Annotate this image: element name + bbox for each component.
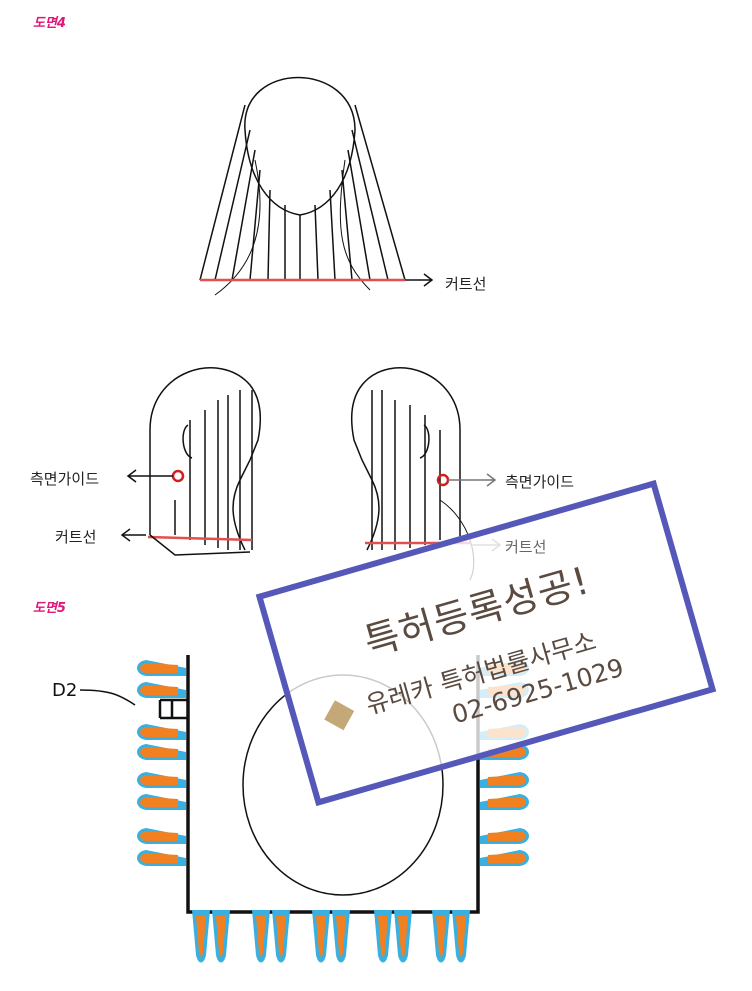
cut-line-label-right: 커트선: [505, 536, 546, 557]
hair-clip: [137, 744, 186, 760]
hair-clip: [192, 910, 230, 963]
hair-clip: [480, 772, 529, 788]
cut-line-label-left: 커트선: [55, 526, 96, 547]
hair-clip: [137, 850, 186, 866]
hair-clip: [312, 910, 350, 963]
hair-clip: [374, 910, 412, 963]
hair-clip: [252, 910, 290, 963]
hair-clip: [137, 772, 186, 788]
figure-4-left-side-head: [122, 368, 260, 555]
hair-clip: [432, 910, 470, 963]
hair-clip: [137, 682, 186, 698]
firm-logo-icon: [324, 700, 354, 730]
hair-clip: [137, 828, 186, 844]
hair-clip: [137, 794, 186, 810]
hair-clip: [137, 724, 186, 740]
side-guide-label-left: 측면가이드: [30, 468, 99, 489]
hair-clip: [480, 828, 529, 844]
figure-4-top-head: [200, 78, 432, 296]
hair-clip: [137, 660, 186, 676]
cut-line-label-top: 커트선: [445, 273, 486, 294]
hair-clip: [480, 850, 529, 866]
d2-label: D2: [52, 680, 77, 701]
side-guide-label-right: 측면가이드: [505, 471, 574, 492]
hair-clip: [480, 794, 529, 810]
